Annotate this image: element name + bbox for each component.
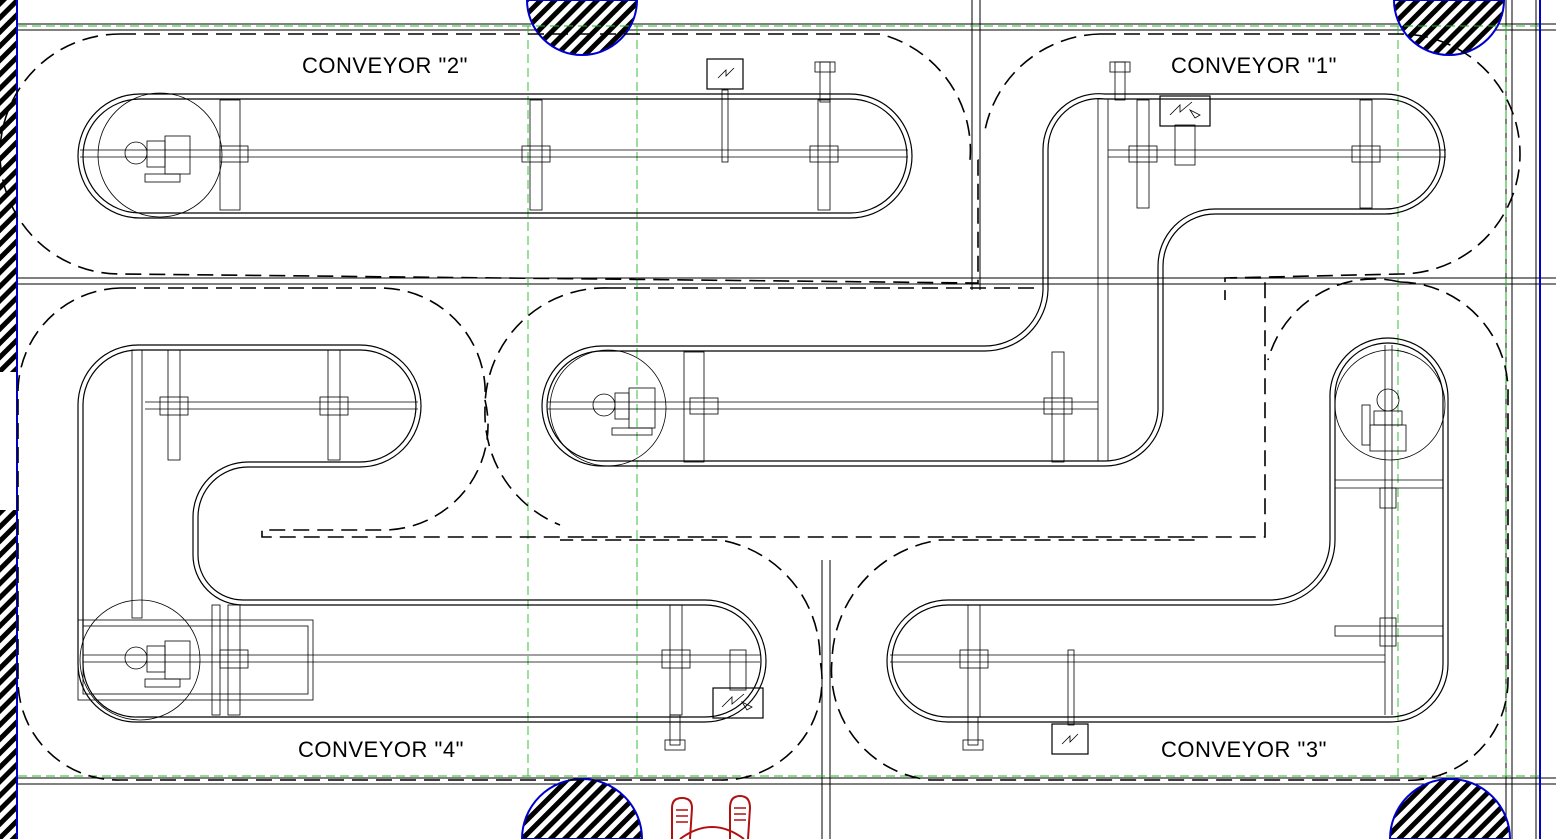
drive-motor-icon [124,640,191,688]
drive-motor-icon [1361,388,1407,452]
conveyor-1-label: CONVEYOR "1" [1171,53,1337,78]
conveyor-3-label: CONVEYOR "3" [1161,737,1327,762]
conveyor-1-frames [683,61,1381,463]
left-wall-hatch [0,0,16,839]
clearance-envelopes [0,33,1521,782]
electrical-panel-icon [706,58,744,90]
conveyor-3-belt [886,337,1449,723]
hatched-column-icon [520,778,644,839]
conveyor-2-frames [219,61,839,211]
conveyor-1-belt [541,93,1446,467]
hatched-column-icon [1392,0,1506,56]
electrical-panel-icon [1159,95,1211,127]
column-edge-lines [16,0,1541,839]
conveyor-4-label: CONVEYOR "4" [298,737,464,762]
conveyor-3-frames [959,487,1444,751]
electrical-panel-icon [1051,723,1089,755]
operator-figure-icon [671,794,752,839]
conveyor-4-frames [159,349,747,751]
conveyor-2-label: CONVEYOR "2" [302,53,468,78]
hatched-column-icon [1388,778,1512,839]
drive-motor-icon [124,135,191,183]
drive-motor-icon [592,387,656,436]
conveyor-4-belt [77,344,767,723]
conveyor-2-belt [77,92,913,219]
electrical-panel-icon [712,687,764,719]
hatched-column-icon [525,0,639,56]
layout-grid [18,25,1540,777]
